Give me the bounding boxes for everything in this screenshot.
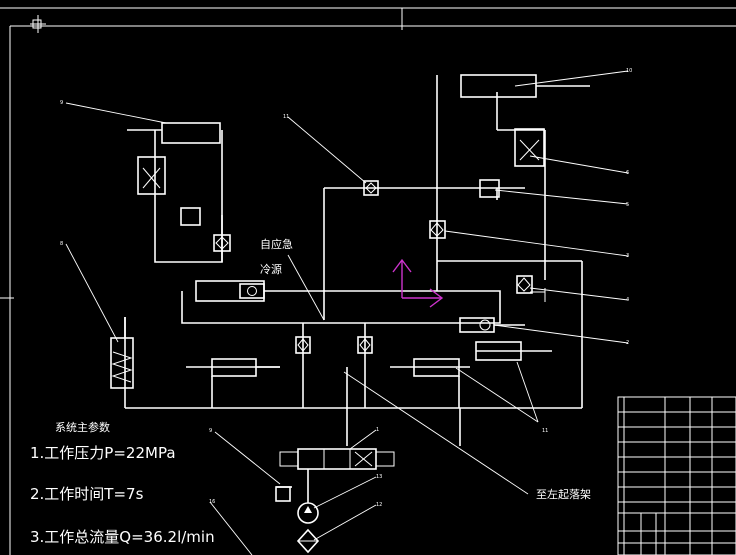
annotation-cooling: 冷源: [260, 262, 282, 276]
callout-6: 6: [626, 170, 629, 176]
callout-12: 12: [376, 502, 382, 508]
callout-2: 2: [626, 340, 629, 346]
main-pipelines: [124, 74, 590, 446]
directional-valve: [279, 448, 395, 470]
leader-lines: [65, 70, 629, 555]
drawing-border: [0, 7, 736, 555]
callout-11b: 11: [542, 428, 548, 434]
callout-11a: 11: [283, 114, 289, 120]
relief-valves: [137, 128, 546, 302]
check-valve-c: [429, 220, 446, 239]
check-valve-a: [213, 234, 231, 252]
param-time: 2.工作时间T=7s: [30, 485, 144, 503]
params-title: 系统主参数: [55, 420, 110, 434]
ucs-icon: [392, 258, 444, 308]
check-valve-f: [516, 275, 533, 294]
check-valve-d: [295, 336, 311, 354]
callout-3: 3: [626, 253, 629, 259]
system-parameters: 系统主参数 1.工作压力P=22MPa 2.工作时间T=7s 3.工作总流量Q=…: [30, 420, 215, 546]
annotation-emergency: 自应急: [260, 237, 293, 251]
param-pressure: 1.工作压力P=22MPa: [30, 444, 176, 462]
param-flow: 3.工作总流量Q=36.2l/min: [30, 528, 215, 546]
callout-10: 10: [626, 68, 632, 74]
callout-13: 13: [376, 474, 382, 480]
callout-9b: 9: [209, 428, 212, 434]
accumulator: [110, 317, 134, 389]
callout-8: 8: [60, 241, 63, 247]
check-valve-e: [357, 336, 373, 354]
callout-labels: 9 8 11 10 6 5 3 4 2 11 9 1 16 13 12: [60, 68, 632, 508]
callout-4: 4: [626, 297, 629, 303]
callout-16: 16: [209, 499, 215, 505]
callout-9a: 9: [60, 100, 63, 106]
callout-5: 5: [626, 202, 629, 208]
check-valve-b: [363, 180, 379, 196]
callout-1: 1: [376, 427, 379, 433]
pump: [275, 469, 320, 554]
annotation-to-gear: 至左起落架: [536, 488, 591, 501]
check-valves: [213, 180, 533, 354]
title-block: [617, 396, 736, 555]
